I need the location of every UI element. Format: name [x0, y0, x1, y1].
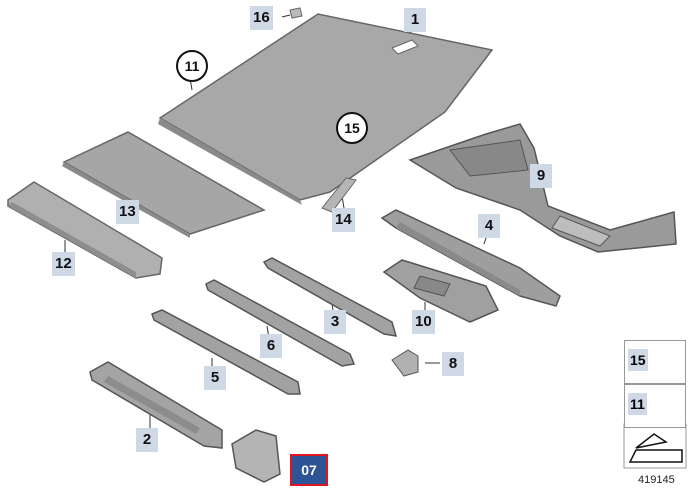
callout-07-highlighted[interactable]: 07 [290, 454, 328, 486]
callout-4: 4 [478, 214, 500, 238]
part-1-roof-panel [158, 13, 494, 205]
part-16-clip [289, 7, 303, 19]
callout-5: 5 [204, 366, 226, 390]
callout-15-circle: 15 [336, 112, 368, 144]
part-6-roof-bow [205, 279, 356, 367]
callout-12: 12 [52, 252, 75, 276]
reference-number: 419145 [638, 474, 675, 486]
legend-arrow-icon [623, 423, 687, 469]
part-9-rear-side-panel [408, 123, 677, 253]
callout-14: 14 [332, 208, 355, 232]
part-07-bracket [231, 429, 281, 483]
callout-2: 2 [136, 428, 158, 452]
callout-16: 16 [250, 6, 273, 30]
callout-8: 8 [442, 352, 464, 376]
legend-item-bolt: 11 [624, 384, 686, 428]
legend-item-bolt-number: 11 [628, 393, 647, 415]
callout-9: 9 [530, 164, 552, 188]
part-14-bracket [321, 177, 357, 213]
legend-item-screw: 15 [624, 340, 686, 384]
callout-3: 3 [324, 310, 346, 334]
callout-11-circle: 11 [176, 50, 208, 82]
part-10-panel [382, 259, 500, 323]
callout-13: 13 [116, 200, 139, 224]
part-2-front-cross-member [89, 361, 223, 449]
part-3-roof-bow [262, 257, 398, 337]
part-5-roof-bow [151, 309, 301, 395]
part-12-side-frame [7, 181, 163, 279]
part-4-cross-member [380, 209, 561, 307]
legend-item-screw-number: 15 [628, 349, 648, 371]
callout-1: 1 [404, 8, 426, 32]
callout-10: 10 [412, 310, 435, 334]
callout-6: 6 [260, 334, 282, 358]
part-8-bracket [391, 349, 419, 377]
